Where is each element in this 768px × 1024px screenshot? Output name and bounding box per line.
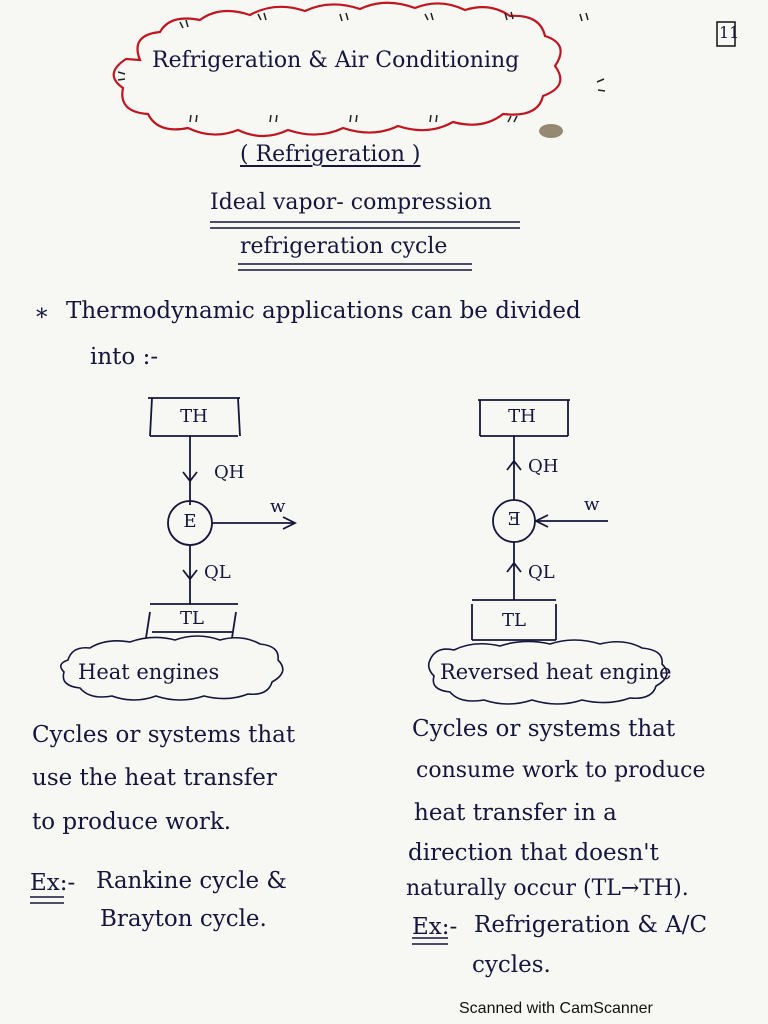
right-ql-label: QL: [528, 562, 555, 583]
subtitle-line-2: refrigeration cycle: [240, 234, 448, 259]
right-desc-line-3: heat transfer in a: [414, 800, 617, 826]
right-example-line-2: cycles.: [472, 952, 551, 978]
left-desc-line-1: Cycles or systems that: [32, 722, 296, 748]
subtitle-line-1: Ideal vapor- compression: [210, 190, 492, 215]
right-cold-reservoir-label: TL: [502, 610, 526, 631]
page-title: Refrigeration & Air Conditioning: [152, 48, 520, 73]
right-example-line-1: Refrigeration & A/C: [474, 912, 708, 938]
left-example-prefix: Ex:-: [30, 870, 76, 896]
left-example-line-2: Brayton cycle.: [100, 906, 267, 932]
heat-engines-label: Heat engines: [78, 660, 220, 684]
page-number: 11: [719, 23, 740, 42]
right-work-label: w: [584, 494, 600, 515]
right-example-prefix: Ex:-: [412, 914, 458, 940]
left-engine-label: E: [183, 511, 197, 532]
right-desc-line-5: naturally occur (TL→TH).: [406, 876, 689, 901]
left-example-line-1: Rankine cycle &: [96, 868, 287, 894]
left-hot-reservoir-label: TH: [180, 406, 208, 427]
left-ql-label: QL: [204, 562, 231, 583]
left-work-label: w: [270, 496, 286, 517]
left-qh-label: QH: [214, 462, 245, 483]
reversed-heat-engine-label: Reversed heat engine: [440, 660, 672, 684]
right-desc-line-2: consume work to produce: [416, 758, 706, 783]
reversed-engine-cloud: [427, 639, 668, 705]
right-qh-label: QH: [528, 456, 559, 477]
intro-line-2: into :-: [90, 344, 159, 370]
left-desc-line-3: to produce work.: [32, 809, 232, 835]
title-cloud: [112, 1, 562, 138]
right-engine-label: E: [507, 509, 521, 530]
right-desc-line-4: direction that doesn't: [408, 840, 659, 866]
section-heading: ( Refrigeration ): [240, 142, 421, 167]
scanner-watermark: Scanned with CamScanner: [459, 1000, 653, 1017]
intro-line-1: Thermodynamic applications can be divide…: [66, 298, 581, 324]
right-desc-line-1: Cycles or systems that: [412, 716, 676, 742]
right-hot-reservoir-label: TH: [508, 406, 536, 427]
left-desc-line-2: use the heat transfer: [32, 765, 277, 791]
heat-engines-cloud: [60, 635, 284, 701]
left-cold-reservoir-label: TL: [180, 608, 204, 629]
bullet-star: *: [36, 305, 48, 331]
